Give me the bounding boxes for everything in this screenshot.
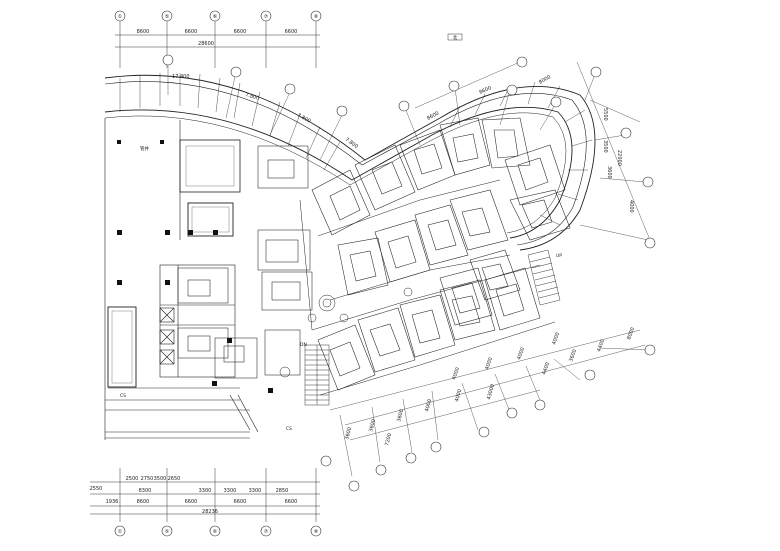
top-axis-7: ⑦	[264, 14, 269, 20]
arc-dim-4: 7.800	[344, 137, 359, 150]
bottom-axis-1: ①	[118, 529, 123, 535]
lower-chain-dimensions: 3600 3600 3600 7200 4000 4000 43000	[344, 384, 496, 447]
lr-dim-1: 4000	[551, 332, 561, 346]
bottom-dim-r2-3: 6600	[185, 499, 198, 505]
top-dim-1: 8600	[137, 29, 150, 35]
bottom-small-dim-4: 2650	[168, 476, 181, 482]
bottom-small-dim-1: 2500	[126, 476, 139, 482]
room-labels: 管井 CS CS DN UP	[120, 145, 562, 432]
north-marker: 北	[447, 33, 463, 41]
lc-dim-4: 7200	[384, 433, 393, 447]
arc-dim-2: 7.800	[244, 92, 259, 102]
lc-dim-2: 3600	[368, 419, 377, 433]
bottom-dim-r2-4: 6600	[234, 499, 247, 505]
lower-left-bubble	[320, 455, 332, 467]
radial-axis-bubbles	[162, 54, 656, 249]
lower-dim-lines	[329, 329, 651, 477]
bottom-axis-8: ⑧	[314, 529, 319, 535]
lr-dim-2: 4000	[516, 347, 526, 361]
bottom-axis-6: ⑥	[213, 529, 218, 535]
right-dim-1: 5500	[602, 108, 608, 121]
right-dim-4: 4000	[628, 200, 634, 213]
right-dim-total: 22000	[616, 150, 622, 166]
right-vertical-dims: 5500 3500 3600 4000 22000	[602, 108, 634, 213]
top-axis-bubbles: ① ⑤ ⑥ ⑦ ⑧	[114, 10, 322, 22]
top-dim-2: 6600	[185, 29, 198, 35]
lr-dim-3: 4000	[484, 357, 494, 371]
lounge-furniture	[279, 287, 413, 378]
bottom-dim-r1-3: 3300	[224, 488, 237, 494]
bottom-axis-7: ⑦	[264, 529, 269, 535]
bottom-axis-bubbles: ① ⑤ ⑥ ⑦ ⑧	[114, 525, 322, 537]
bottom-dim-r1-4: 3300	[249, 488, 262, 494]
curve-dim-1: 8600	[426, 110, 440, 121]
top-axis-1: ①	[118, 14, 123, 20]
lc-dim-1: 3600	[344, 427, 353, 441]
lc-dim-5: 4000	[424, 399, 433, 413]
bottom-dim-r2-5: 6600	[285, 499, 298, 505]
label-dn: DN	[300, 342, 307, 348]
lr-dim-7: 4400	[596, 339, 606, 353]
lr-dim-8: 8000	[626, 327, 636, 341]
top-axis-8: ⑧	[314, 14, 319, 20]
curved-facade	[104, 73, 596, 251]
guest-rooms-upper-arc	[311, 117, 571, 241]
lr-dim-4: 4000	[451, 367, 461, 381]
top-dimensions: 8600 6600 6600 6600 28600	[137, 29, 298, 47]
guest-rooms-middle-ring	[337, 189, 521, 326]
lr-dim-5: 4400	[541, 362, 551, 376]
top-dim-3: 6600	[234, 29, 247, 35]
lower-right-dimensions: 4000 4000 4000 4000 4400 3600 4400 8000	[451, 327, 636, 381]
left-block	[104, 118, 259, 440]
bottom-axis-5: ⑤	[165, 529, 169, 535]
top-axis-grid	[115, 20, 320, 68]
lr-dim-6: 3600	[568, 349, 578, 363]
left-small-dim: 2550	[90, 486, 103, 492]
bottom-total-dim: 28236	[202, 509, 218, 515]
structural-columns	[117, 140, 273, 393]
top-total-dim: 28600	[198, 41, 214, 47]
guest-rooms-left	[177, 145, 313, 379]
guest-rooms-lower-ring	[317, 267, 541, 391]
label-cs-2: CS	[286, 426, 292, 432]
bottom-dim-r1-5: 2850	[276, 488, 289, 494]
top-dim-4: 6600	[285, 29, 298, 35]
top-axis-6: ⑥	[213, 14, 218, 20]
curve-dim-3: 8000	[538, 74, 552, 86]
bottom-dim-r1-1: 8300	[139, 488, 152, 494]
label-shaft: 管井	[140, 145, 149, 152]
bottom-small-dim-3: 3500	[154, 476, 167, 482]
label-cs-1: CS	[120, 393, 126, 399]
lc-dim-7: 43000	[486, 384, 496, 401]
lc-dim-6: 4000	[454, 389, 463, 403]
bottom-dim-r2-2: 8600	[137, 499, 150, 505]
corridors	[299, 179, 556, 396]
lower-axis-bubbles	[348, 344, 656, 492]
right-dim-3: 3600	[606, 166, 612, 179]
bottom-axis-grid	[90, 468, 320, 522]
curve-dim-2: 8600	[478, 85, 492, 96]
stairs-right	[527, 249, 561, 306]
bottom-dimensions: 2500 2750 3500 2650 2550 8300 3300 3300 …	[90, 476, 298, 515]
bottom-small-dim-2: 2750	[141, 476, 154, 482]
label-up: UP	[556, 253, 562, 259]
bottom-dim-r2-1: 1936	[106, 499, 119, 505]
top-axis-5: ⑤	[165, 14, 169, 20]
right-dim-2: 3500	[602, 140, 608, 153]
stairs-lower	[304, 344, 330, 406]
arc-dim-1: 17.400	[172, 74, 190, 80]
lc-dim-3: 3600	[396, 409, 405, 423]
elevator-cores	[159, 307, 175, 365]
north-label: 北	[453, 34, 458, 41]
bottom-dim-r1-2: 3300	[199, 488, 212, 494]
